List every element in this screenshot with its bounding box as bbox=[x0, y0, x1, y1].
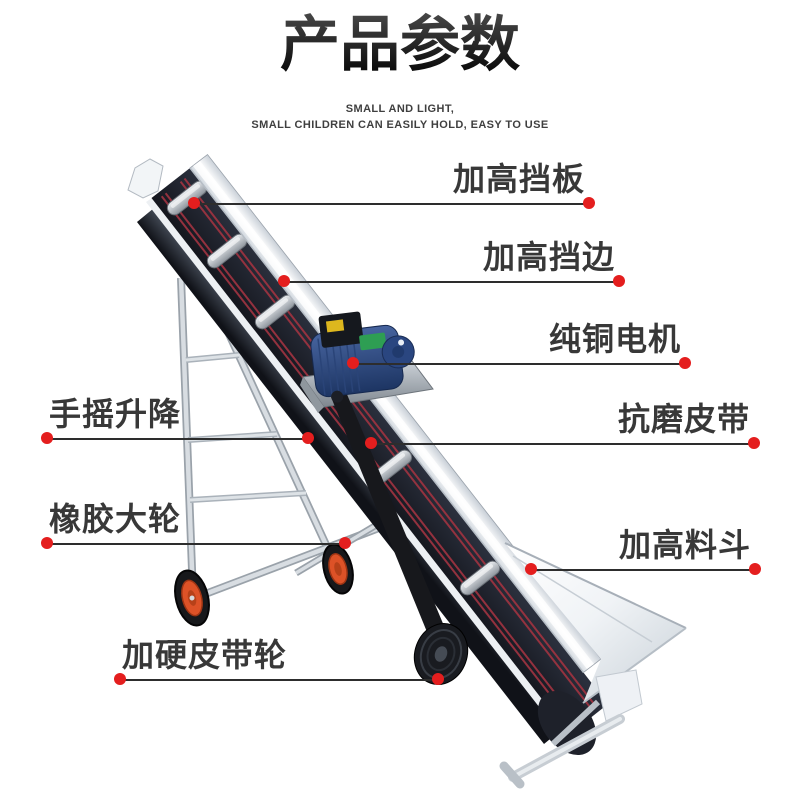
callout-line bbox=[120, 679, 438, 681]
callout-dot bbox=[347, 357, 359, 369]
header: 产品参数 bbox=[0, 10, 800, 80]
rubber-wheel-right bbox=[322, 543, 354, 595]
callout-label: 加高挡板 bbox=[452, 161, 585, 197]
callout-line bbox=[47, 438, 308, 440]
callout-dot bbox=[41, 537, 53, 549]
callout-rubber-wheel: 橡胶大轮 bbox=[41, 497, 351, 549]
subtitle-line-1: SMALL AND LIGHT, bbox=[345, 103, 455, 115]
callout-dot bbox=[525, 563, 537, 575]
callout-label: 抗磨皮带 bbox=[617, 401, 750, 437]
belt-cleats bbox=[166, 180, 501, 596]
callout-dot bbox=[41, 432, 53, 444]
callout-line bbox=[284, 281, 619, 283]
callout-dot bbox=[188, 197, 200, 209]
callout-raised-hopper: 加高料斗 bbox=[525, 523, 761, 575]
callout-label: 加高料斗 bbox=[618, 527, 751, 563]
callout-dot bbox=[339, 537, 351, 549]
callout-label: 纯铜电机 bbox=[548, 321, 681, 357]
motor-assembly bbox=[300, 311, 452, 654]
drive-v-belt bbox=[331, 392, 452, 654]
callout-dot bbox=[749, 563, 761, 575]
callout-raised-baffle: 加高挡板 bbox=[188, 157, 595, 209]
callout-copper-motor: 纯铜电机 bbox=[347, 317, 691, 369]
callout-line bbox=[194, 203, 589, 205]
callout-line bbox=[47, 543, 345, 545]
callout-dot bbox=[432, 673, 444, 685]
callout-dot bbox=[114, 673, 126, 685]
callout-dot bbox=[583, 197, 595, 209]
callout-wear-belt: 抗磨皮带 bbox=[365, 397, 760, 449]
callout-label: 加高挡边 bbox=[482, 239, 615, 275]
callout-dot bbox=[748, 437, 760, 449]
subtitle: SMALL AND LIGHT, SMALL CHILDREN CAN EASI… bbox=[0, 102, 800, 133]
callout-dot bbox=[679, 357, 691, 369]
callout-hand-crank: 手摇升降 bbox=[41, 392, 314, 444]
callout-label: 加硬皮带轮 bbox=[122, 637, 288, 673]
subtitle-line-2: SMALL CHILDREN CAN EASILY HOLD, EASY TO … bbox=[251, 118, 549, 131]
rubber-wheel-left bbox=[174, 569, 210, 627]
callout-dot bbox=[613, 275, 625, 287]
callout-line bbox=[353, 363, 685, 365]
bottom-foot bbox=[499, 669, 643, 789]
callout-dot bbox=[302, 432, 314, 444]
head-cap bbox=[127, 158, 164, 199]
callout-raised-edge: 加高挡边 bbox=[278, 235, 625, 287]
belt-pulley bbox=[413, 623, 469, 685]
callout-line bbox=[531, 569, 755, 571]
callout-dot bbox=[365, 437, 377, 449]
conveyor-body bbox=[127, 153, 608, 755]
callout-hardened-pulley: 加硬皮带轮 bbox=[114, 633, 444, 685]
callout-label: 手摇升降 bbox=[49, 396, 182, 432]
conveyor-belt bbox=[151, 168, 608, 735]
page-title: 产品参数 bbox=[0, 10, 800, 80]
callout-line bbox=[371, 443, 754, 445]
callout-dot bbox=[278, 275, 290, 287]
callout-label: 橡胶大轮 bbox=[49, 501, 182, 537]
